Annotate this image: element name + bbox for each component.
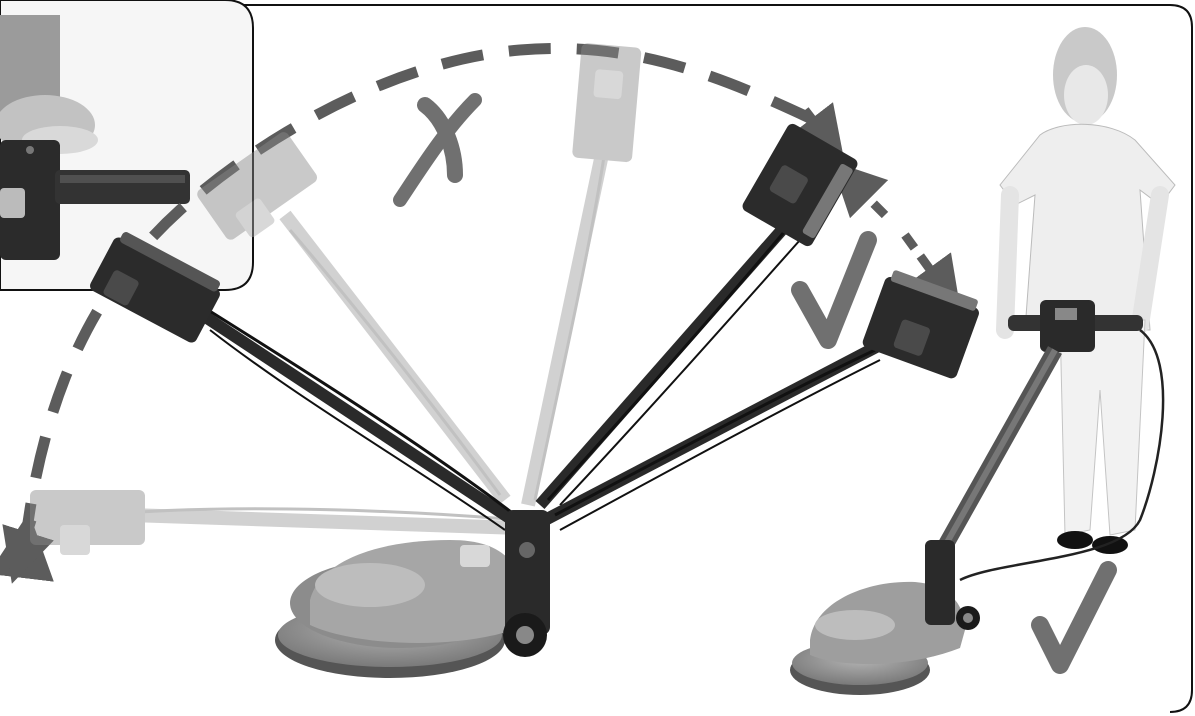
handle-position-lower-right <box>545 268 983 530</box>
ghost-handle-high-left <box>195 130 505 500</box>
scrubber-machine-left <box>275 510 550 678</box>
handle-position-low-left <box>88 228 520 530</box>
check-mark-icon <box>800 240 868 340</box>
x-mark-icon <box>400 100 475 200</box>
check-mark-icon <box>1040 570 1108 665</box>
